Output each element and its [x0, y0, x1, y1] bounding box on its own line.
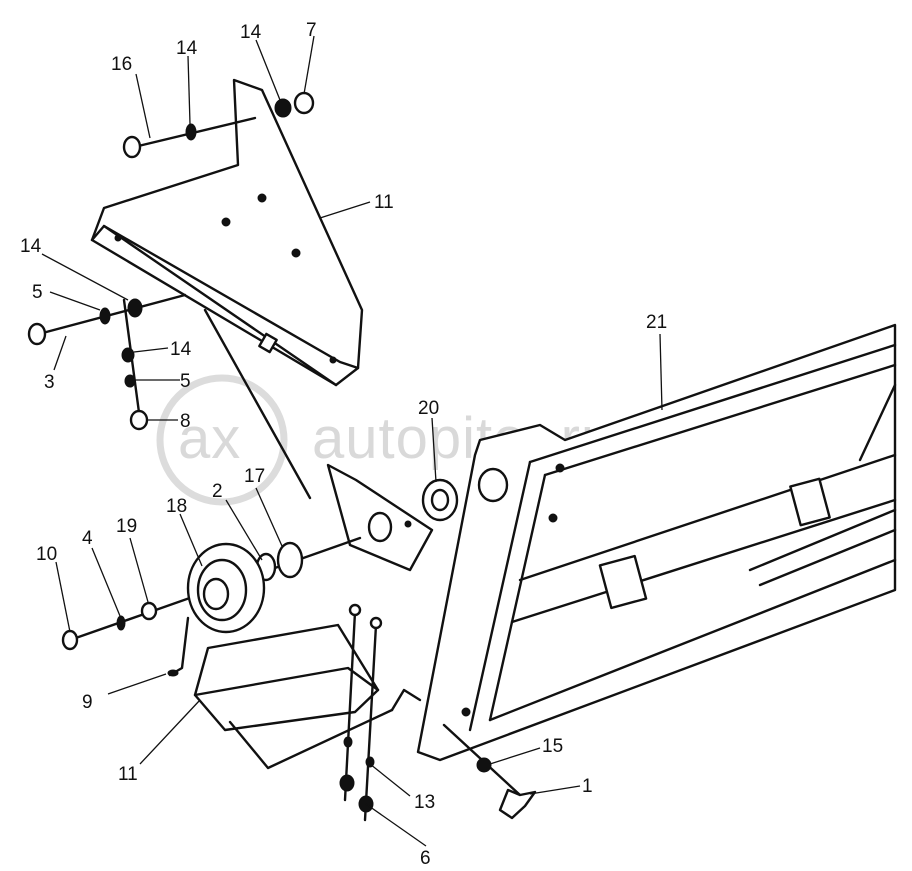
callout-5-left: 5 [32, 282, 43, 303]
callout-20: 20 [418, 398, 439, 419]
watermark-logo: ax [178, 406, 241, 471]
part-3-bolt-set [27, 293, 187, 431]
callout-8: 8 [180, 411, 191, 432]
callout-10: 10 [36, 544, 57, 565]
mounting-plate [326, 463, 434, 572]
callout-labels: 16 14 14 7 11 14 5 3 14 5 8 21 20 17 2 1… [20, 20, 667, 869]
part-16-bolt-set [122, 91, 315, 159]
callout-7: 7 [306, 20, 317, 41]
callout-14-mid: 14 [170, 339, 192, 360]
callout-14-left: 14 [20, 236, 42, 257]
callout-14-top: 14 [176, 38, 198, 59]
callout-16: 16 [111, 54, 132, 75]
callout-19: 19 [116, 516, 137, 537]
callout-3: 3 [44, 372, 55, 393]
callout-4: 4 [82, 528, 93, 549]
part-11-tray [193, 623, 422, 770]
part-10-bolt-set [61, 601, 158, 651]
callout-2: 2 [212, 481, 223, 502]
callout-13: 13 [414, 792, 435, 813]
callout-15: 15 [542, 736, 563, 757]
vertical-bolts [339, 603, 383, 822]
part-18-pulley [186, 542, 266, 634]
part-9-wire [168, 616, 190, 677]
callout-11: 11 [118, 764, 138, 785]
leader-lines [41, 35, 663, 847]
callout-18: 18 [166, 496, 187, 517]
part-1-and-15 [442, 723, 537, 820]
callout-9: 9 [82, 692, 93, 713]
part-12-bracket [90, 78, 364, 387]
callout-17: 17 [244, 466, 265, 487]
callout-12: 11 [374, 192, 394, 213]
callout-21: 21 [646, 312, 667, 333]
callout-5-mid: 5 [180, 371, 191, 392]
callout-14-upper: 14 [240, 22, 262, 43]
callout-1: 1 [582, 776, 593, 797]
callout-6: 6 [420, 848, 431, 869]
part-20-bushing [421, 467, 509, 522]
part-21-frame [416, 323, 897, 762]
part-17-ring [276, 541, 304, 579]
